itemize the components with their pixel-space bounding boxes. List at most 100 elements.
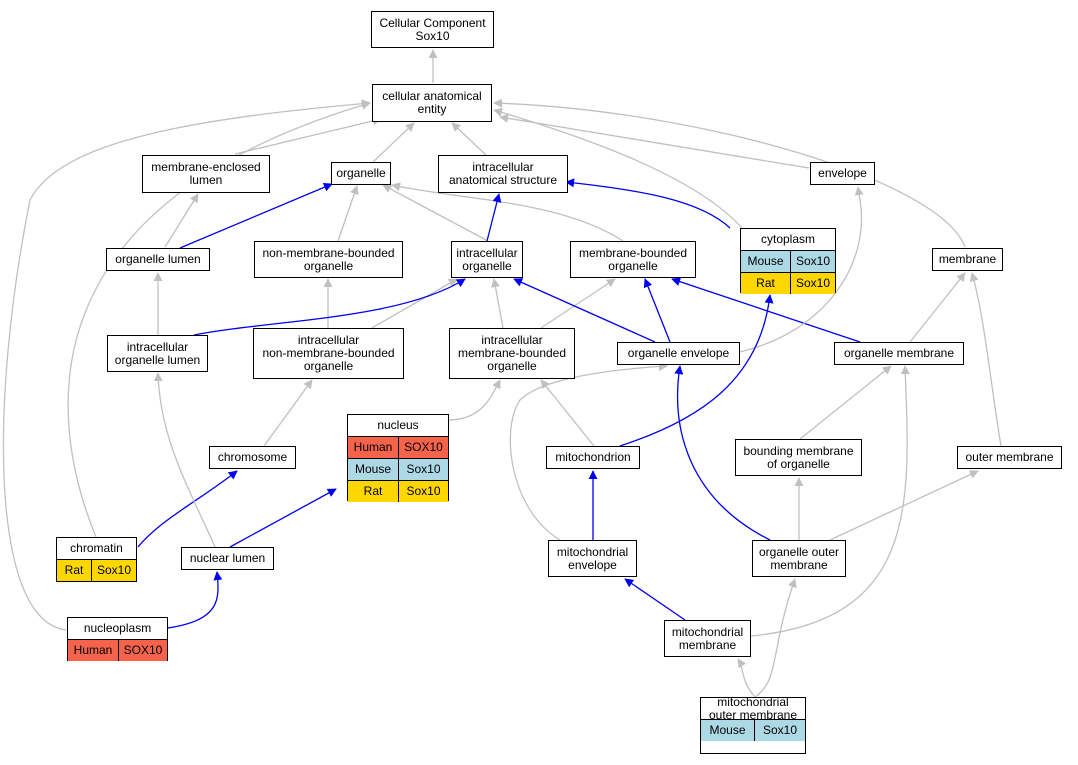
- node-cae: cellular anatomical entity: [372, 84, 492, 122]
- species-cell: Human: [73, 643, 113, 657]
- node-label: nucleoplasm: [83, 621, 152, 635]
- edge-is-a: [372, 122, 415, 163]
- node-label: organelle envelope: [627, 346, 730, 360]
- node-nmbo: non-membrane-bounded organelle: [254, 241, 403, 278]
- node-label: intracellular anatomical structure: [448, 160, 558, 187]
- annotation-row: Rat Sox10: [57, 559, 136, 581]
- node-label: intracellular organelle: [456, 245, 518, 273]
- species-cell: Human: [353, 440, 393, 454]
- edge-is-a: [263, 379, 313, 447]
- edge-annotated: [619, 294, 774, 447]
- node-label: mitochondrion: [555, 450, 631, 464]
- annotation-row: Mouse Sox10: [348, 458, 448, 480]
- annotation-row: Human SOX10: [348, 436, 448, 458]
- node-me: mitochondrial envelope: [548, 540, 637, 577]
- species-cell: Rat: [64, 563, 84, 577]
- node-mito: mitochondrion: [546, 446, 640, 469]
- gene-cell: Sox10: [398, 459, 448, 480]
- node-iol: intracellular organelle lumen: [107, 335, 208, 372]
- species-cell: Rat: [363, 484, 383, 498]
- node-bmo: bounding membrane of organelle: [735, 439, 862, 476]
- gene-cell: SOX10: [398, 437, 448, 458]
- edge-annotated: [229, 488, 337, 548]
- edge-annotated: [167, 571, 223, 629]
- node-cc: Cellular Component Sox10: [371, 11, 494, 48]
- species-cell: Mouse: [354, 462, 392, 476]
- annotation-row: Rat Sox10: [348, 480, 448, 502]
- node-label: nucleus: [377, 418, 419, 432]
- node-label: organelle: [336, 166, 386, 180]
- edge-is-a: [829, 470, 979, 541]
- edge-is-a: [754, 578, 797, 698]
- node-label: membrane: [938, 252, 997, 266]
- edge-is-a: [540, 278, 616, 329]
- edge-is-a: [799, 365, 892, 440]
- edge-is-a: [153, 372, 216, 548]
- edge-is-a: [739, 186, 864, 353]
- node-label: mitochondrial membrane: [671, 624, 744, 652]
- annotation-row: Human SOX10: [68, 639, 167, 661]
- node-label: envelope: [818, 166, 867, 180]
- node-label: nuclear lumen: [189, 551, 266, 565]
- node-mel: membrane-enclosed lumen: [142, 155, 270, 193]
- gene-cell: Sox10: [398, 481, 448, 502]
- node-label: mitochondrial outer membrane: [708, 694, 798, 722]
- edge-is-a: [451, 122, 487, 156]
- edge-annotated: [179, 182, 333, 249]
- species-cell: Mouse: [709, 723, 746, 737]
- species-cell: Rat: [756, 276, 775, 290]
- edge-is-a: [382, 184, 489, 242]
- node-om: organelle membrane: [834, 342, 964, 365]
- edge-is-a: [164, 193, 199, 248]
- node-label: chromosome: [217, 450, 288, 464]
- node-label: intracellular non-membrane-bounded organ…: [262, 333, 395, 373]
- node-label: outer membrane: [965, 450, 1054, 464]
- annotation-row: Mouse Sox10: [701, 719, 805, 741]
- node-ol: organelle lumen: [106, 248, 210, 271]
- edge-annotated: [624, 578, 686, 621]
- node-inmb: intracellular non-membrane-bounded organ…: [253, 328, 404, 379]
- edge-is-a: [447, 379, 501, 421]
- edge-is-a: [493, 98, 966, 248]
- node-ias: intracellular anatomical structure: [438, 155, 568, 193]
- node-env: envelope: [810, 162, 875, 185]
- edge-is-a: [491, 278, 504, 329]
- gene-cell: SOX10: [118, 640, 167, 661]
- node-label: Cellular Component Sox10: [379, 15, 486, 43]
- edge-is-a: [234, 116, 382, 155]
- node-label: membrane-bounded organelle: [578, 245, 688, 273]
- edge-is-a: [371, 278, 458, 329]
- species-cell: Mouse: [747, 254, 784, 268]
- edge-is-a: [2, 99, 371, 631]
- edge-annotated: [674, 365, 771, 541]
- edge-annotated: [513, 278, 656, 343]
- edge-annotated: [137, 470, 238, 548]
- edge-annotated: [643, 278, 671, 343]
- gene-cell: Sox10: [754, 720, 805, 741]
- edge-is-a: [67, 100, 371, 538]
- node-oom: organelle outer membrane: [752, 540, 846, 577]
- edge-is-a: [969, 272, 1002, 447]
- node-mm: mitochondrial membrane: [664, 620, 751, 657]
- edge-is-a: [750, 365, 910, 637]
- edge-is-a: [391, 182, 624, 242]
- edge-is-a: [909, 272, 966, 343]
- node-label: bounding membrane of organelle: [743, 443, 854, 471]
- node-io: intracellular organelle: [451, 241, 523, 278]
- node-label: organelle membrane: [843, 346, 955, 360]
- node-label: intracellular organelle lumen: [114, 339, 201, 367]
- node-oe: organelle envelope: [617, 342, 740, 365]
- node-org: organelle: [331, 162, 391, 185]
- edge-annotated: [486, 193, 502, 242]
- node-imbo: intracellular membrane-bounded organelle: [449, 328, 575, 379]
- edge-is-a: [499, 113, 810, 169]
- edge-is-a: [493, 108, 743, 229]
- gene-cell: Sox10: [91, 560, 136, 581]
- edge-annotated: [193, 278, 466, 336]
